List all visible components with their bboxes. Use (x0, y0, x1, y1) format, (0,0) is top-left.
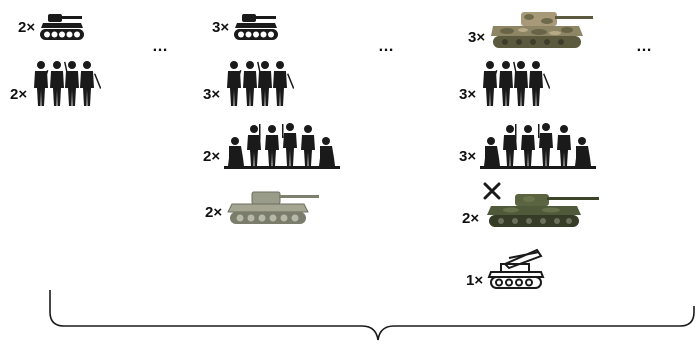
grouping-brace (0, 0, 697, 344)
force-composition-diagram: 2× 2× … 3× (0, 0, 697, 344)
